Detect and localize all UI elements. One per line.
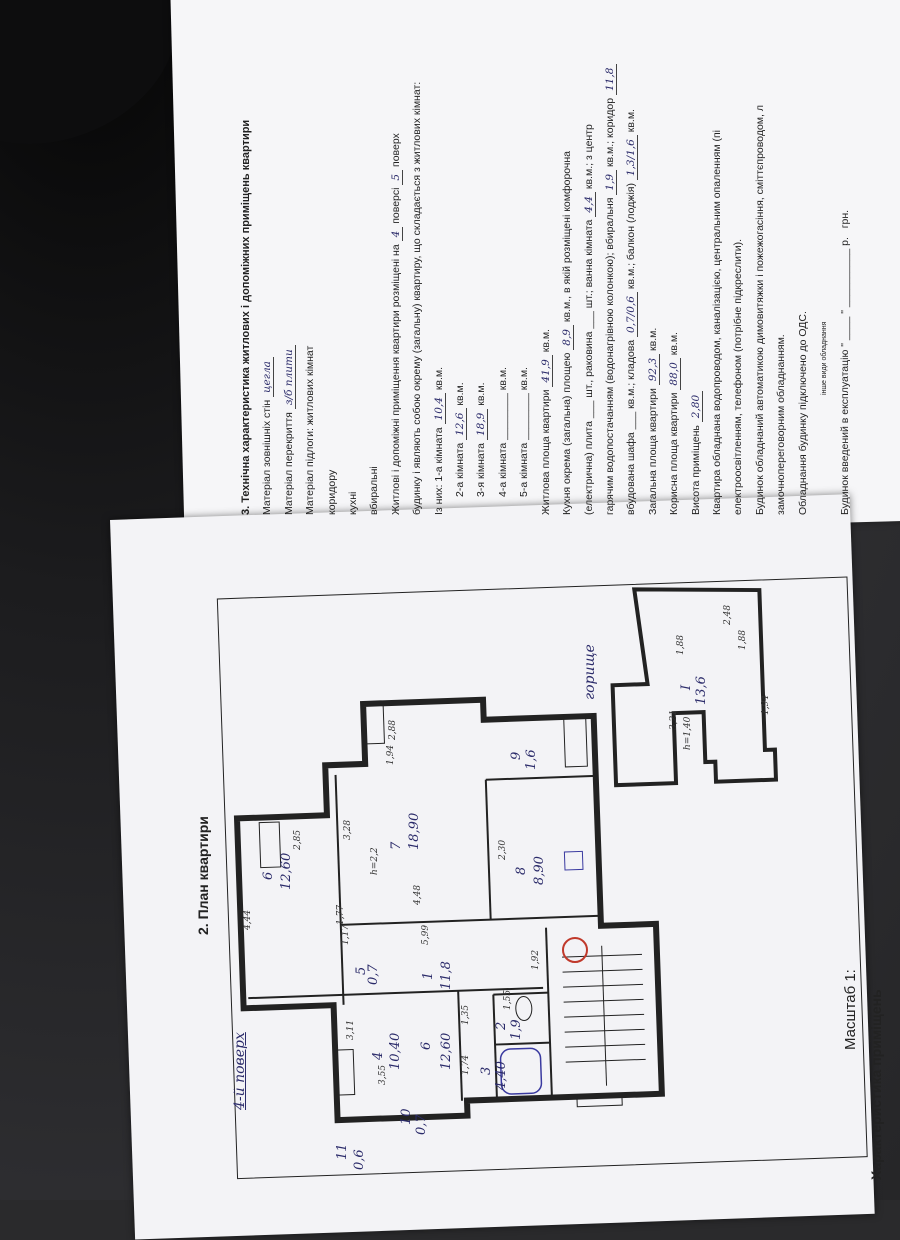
toilet-icon <box>515 996 533 1022</box>
room-4-num: 4 <box>371 1052 386 1061</box>
scale-label: Масштаб 1: <box>842 969 859 1050</box>
dim-label: 3,55 <box>378 1065 388 1085</box>
dim-label: 1,94 <box>761 695 771 715</box>
characteristics-label: Характеристика приміщень <box>868 989 884 1180</box>
windows <box>258 702 623 1108</box>
bathtub-icon <box>499 1047 543 1095</box>
wall <box>492 994 498 1100</box>
wall <box>248 986 544 1000</box>
dim-label: h=1,40 <box>683 716 693 750</box>
dim-label: 2,85 <box>293 830 303 851</box>
attic-outline <box>610 587 779 788</box>
dim-label: 2,88 <box>388 720 398 741</box>
dim-label: 1,88 <box>738 630 748 650</box>
room-7-num: 7 <box>389 841 404 850</box>
room-4-area: 10,40 <box>388 1033 403 1070</box>
dim-label: h=2,2 <box>370 847 380 875</box>
room-7-area: 18,90 <box>407 813 422 850</box>
wall <box>495 1041 551 1046</box>
staircase <box>562 945 646 1086</box>
dim-label: 1,35 <box>461 1005 471 1025</box>
room-9-num: 9 <box>509 752 524 760</box>
stamp-icon <box>562 937 588 963</box>
wall <box>485 774 596 781</box>
room-1-area: 11,8 <box>439 961 454 990</box>
dim-label: 1,17 <box>341 925 351 945</box>
dim-label: 1,77 <box>336 905 346 925</box>
dim-label: 1,55 <box>503 990 513 1010</box>
wall <box>457 990 463 1101</box>
wall <box>334 774 345 1005</box>
vent-shaft <box>563 715 588 768</box>
dim-label: 1,74 <box>461 1055 471 1075</box>
plan-title: 2. План квартири <box>195 816 211 935</box>
stove-icon <box>563 850 584 871</box>
wall <box>340 914 601 926</box>
dim-label: 2,30 <box>498 840 508 861</box>
dim-label: 3,11 <box>346 1020 356 1040</box>
dim-label: 1,94 <box>386 745 396 765</box>
room-label-6: 6 <box>419 1042 434 1050</box>
room-10-num: 10 <box>399 1108 414 1125</box>
dim-label: 3,21 <box>669 710 679 730</box>
room-6-num: 6 <box>261 872 276 880</box>
room-1-num: 1 <box>421 972 436 980</box>
room-10-area: 0,7 <box>414 1114 429 1135</box>
attic-num: I <box>679 684 694 691</box>
dim-label: 4,44 <box>243 910 253 931</box>
room-3-num: 3 <box>479 1067 494 1075</box>
dim-label: 1,88 <box>676 635 686 655</box>
room-2-area: 1,9 <box>509 1019 524 1040</box>
room-2-num: 2 <box>494 1022 509 1031</box>
room-11-area: 0,6 <box>352 1149 367 1170</box>
room-area-6: 12,60 <box>439 1033 454 1070</box>
attic-area: 13,6 <box>694 676 709 705</box>
room-11-num: 11 <box>335 1143 350 1160</box>
room-3-area: 4,40 <box>494 1061 509 1091</box>
wall <box>493 991 549 996</box>
attic-label: горище <box>582 644 598 700</box>
floor-label: 4-й поверх <box>232 1032 248 1110</box>
wall <box>484 779 492 920</box>
room-6-area: 12,60 <box>279 853 294 890</box>
plan-frame <box>216 576 868 1180</box>
room-9-area: 1,6 <box>524 749 539 770</box>
room-5-num: 5 <box>354 967 369 975</box>
room-8-num: 8 <box>514 867 529 875</box>
wall <box>545 927 553 1098</box>
dim-label: 4,48 <box>413 885 423 906</box>
dim-label: 3,28 <box>343 820 353 840</box>
dim-label: 2,48 <box>723 605 733 626</box>
room-5-area: 0,7 <box>366 964 381 985</box>
dim-label: 5,99 <box>421 925 431 945</box>
room-8-area: 8,90 <box>532 856 547 885</box>
dim-label: 1,92 <box>531 950 541 970</box>
floor-plan: 6 12,60 12,60 18,90 8,90 10,40 11,8 1,9 … <box>216 576 868 1180</box>
